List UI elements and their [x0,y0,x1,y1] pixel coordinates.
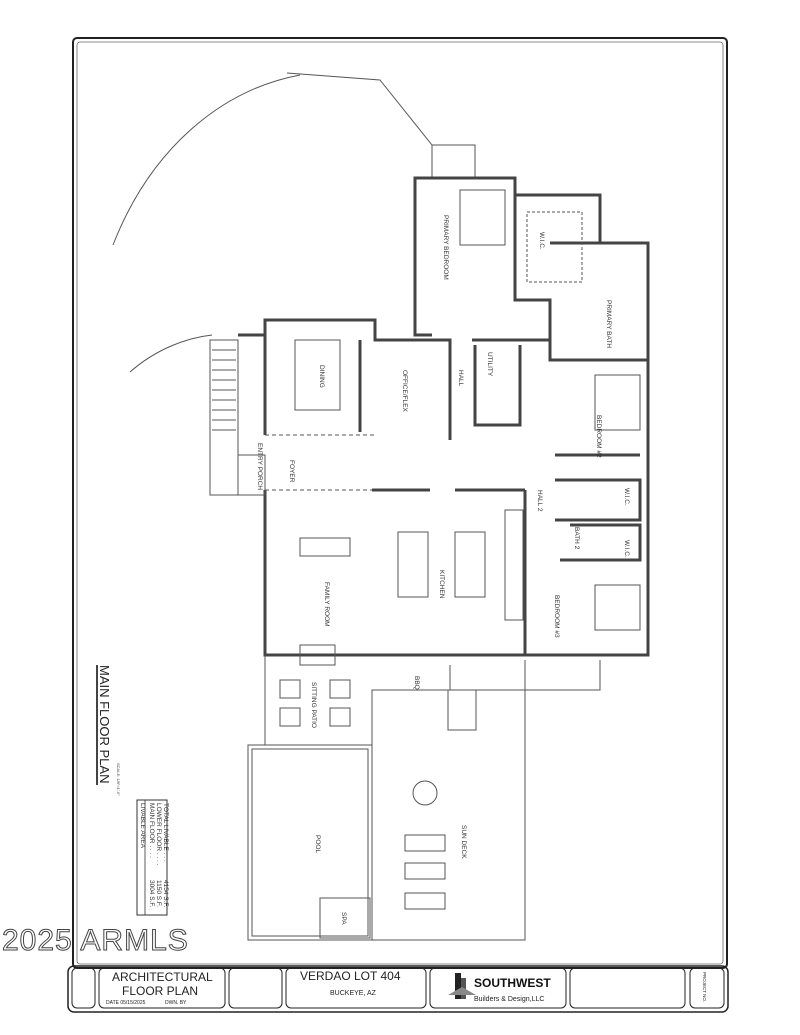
company-name: SOUTHWEST [474,976,551,990]
primary-suite-walls [413,176,650,360]
sheet-date: DATE 05/15/2025 [106,1000,146,1006]
site-curve [129,334,213,373]
room-label: BEDROOM #2 [595,415,602,458]
company-logo [448,973,476,999]
room-label: POOL [314,835,321,853]
sheet-title-line2: FLOOR PLAN [122,984,198,998]
main-house-walls [263,189,650,657]
room-label: PRIMARY BATH [605,300,612,348]
room-label: KITCHEN [438,570,445,599]
room-label: BBQ [413,676,420,690]
sheet-inner-border [76,41,724,965]
area-row-label: TOTAL LIVABLE . . . [162,803,169,862]
project-number-label: PROJECT NO. [702,972,707,1002]
sheet-title-line1: ARCHITECTURAL [112,970,213,984]
area-row-label: MAIN FLOOR . . . . [148,803,155,858]
project-location: BUCKEYE, AZ [330,990,377,997]
watermark: 2025 ARMLS [2,924,189,958]
company-subtitle: Builders & Design,LLC [474,996,544,1003]
room-label: SPA [340,912,347,925]
area-row-value: 4154 S.F. [162,880,169,908]
room-label: SITTING PATIO [310,682,317,728]
property-line [286,72,476,178]
room-label: UTILITY [486,352,493,377]
room-label: OFFICE/FLEX [401,370,408,413]
room-label: BEDROOM #3 [553,595,560,638]
area-heading: LIVABLE AREA [139,803,146,849]
room-label: HALL 2 [536,490,543,512]
room-label: ENTRY PORCH [256,443,263,490]
room-label: W.I.C. [623,488,630,506]
area-table: LIVABLE AREA MAIN FLOOR . . . . 3004 S.F… [136,799,169,916]
drawn-by: DWN. BY [165,1000,187,1006]
area-row-value: 3004 S.F. [148,880,155,908]
room-label: BATH 2 [573,527,580,550]
title-block: ARCHITECTURAL FLOOR PLAN DATE 05/15/2025… [67,965,729,1013]
project-name: VERDAO LOT 404 [300,969,401,983]
room-label: HALL [457,370,464,387]
site-curve [112,74,301,246]
drawing-title: MAIN FLOOR PLAN [97,665,112,783]
area-row-value: 1150 S.F. [155,880,162,907]
room-labels: PRIMARY BEDROOM W.I.C. PRIMARY BATH DINI… [256,215,630,925]
room-label: W.I.C. [623,540,630,558]
room-label: PRIMARY BEDROOM [442,215,449,280]
area-row-label: LOWER FLOOR . . . . [155,803,162,866]
outdoor-area [247,644,601,941]
room-label: SUN DECK [460,825,467,859]
entry-stairs [209,333,266,496]
drawing-scale: SCALE: 1/8"=1'-0" [116,763,121,796]
room-label: FOYER [288,460,295,483]
room-label: W.I.C. [538,232,545,250]
room-label: FAMILY ROOM [323,582,330,627]
room-label: DINING [318,365,325,388]
